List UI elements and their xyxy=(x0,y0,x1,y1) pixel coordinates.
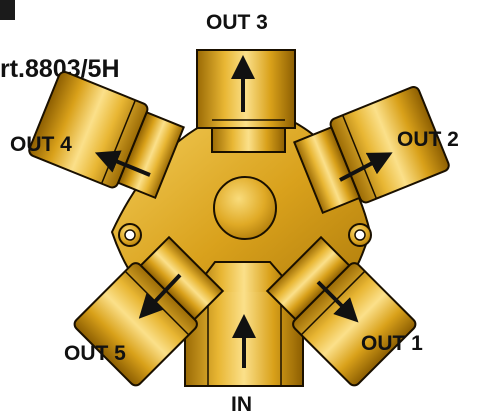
port-out4-pipe xyxy=(28,71,185,200)
port-label-in: IN xyxy=(231,393,252,416)
port-label-out5: OUT 5 xyxy=(64,342,126,365)
port-label-out4: OUT 4 xyxy=(10,133,72,156)
corner-mark xyxy=(0,0,15,20)
out4-flow-arrow xyxy=(94,150,151,177)
port-out3-pipe xyxy=(196,49,296,153)
port-out2-pipe xyxy=(293,86,450,215)
port-label-out3: OUT 3 xyxy=(206,11,268,34)
out5-flow-arrow xyxy=(138,273,182,319)
out1-flow-arrow xyxy=(316,280,359,323)
central-hub xyxy=(213,176,277,240)
port-label-out2: OUT 2 xyxy=(397,128,459,151)
port-label-out1: OUT 1 xyxy=(361,332,423,355)
out2-flow-arrow xyxy=(339,152,393,182)
port-out1-pipe xyxy=(265,235,417,387)
port-out5-pipe xyxy=(73,235,225,387)
